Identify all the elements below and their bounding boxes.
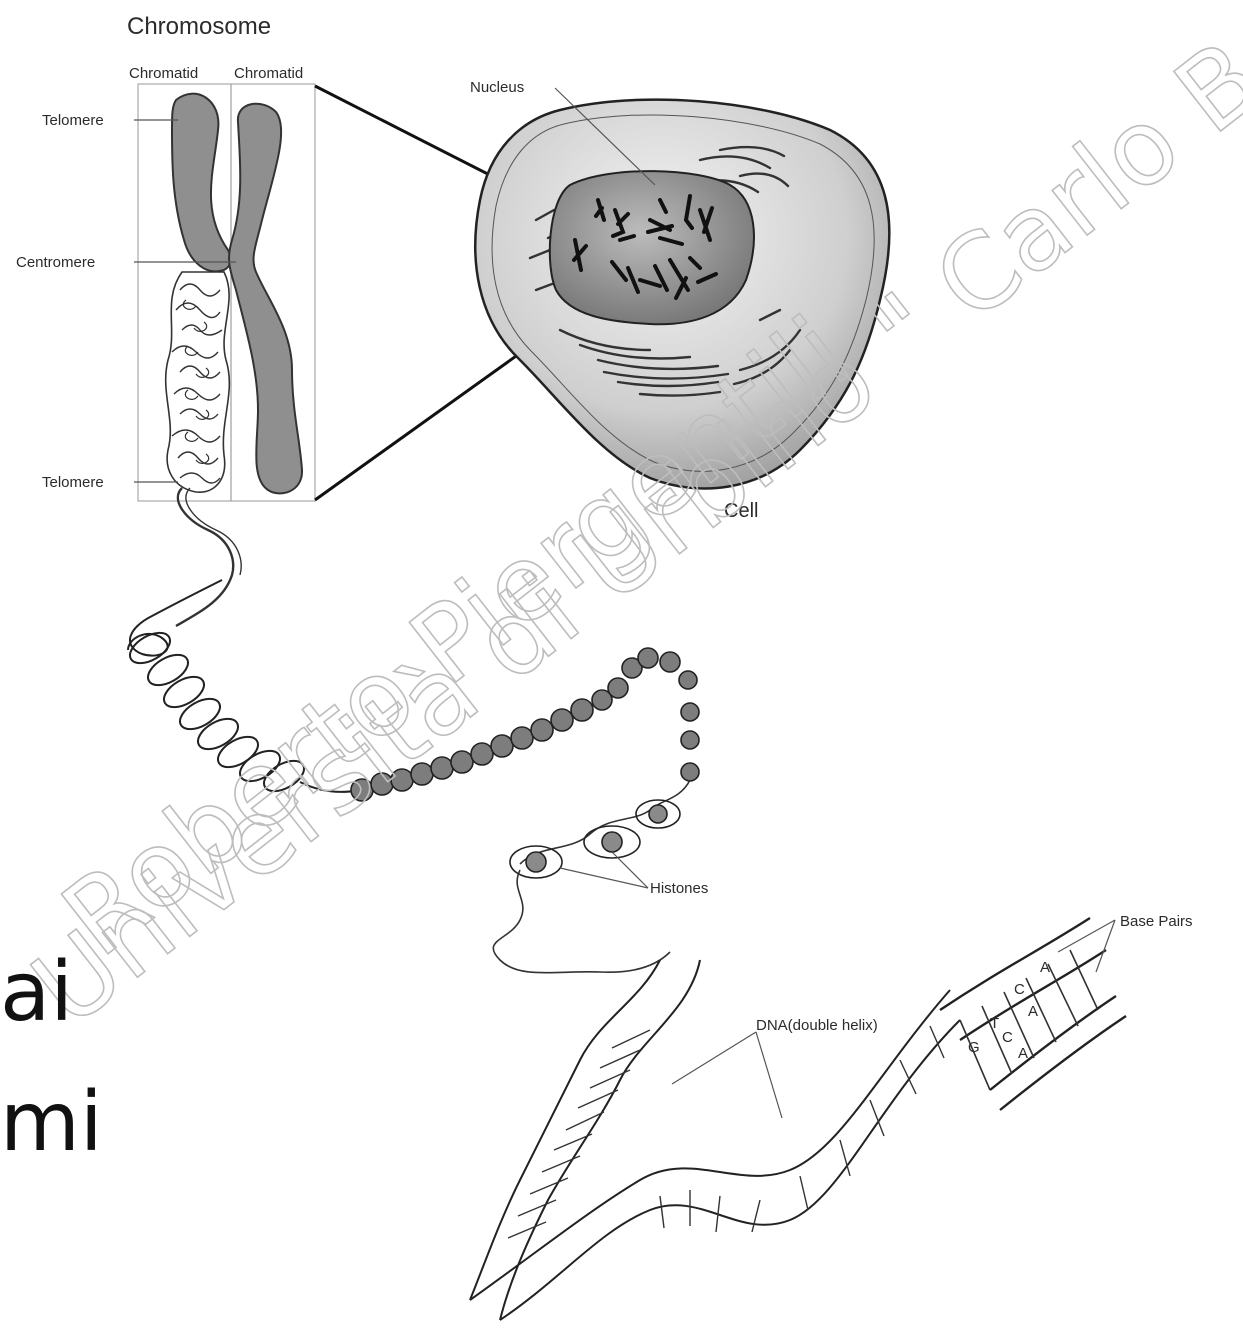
dna-double-helix [470, 960, 960, 1320]
base-letter-5: G [968, 1039, 980, 1056]
base-letter-2: C [1014, 981, 1025, 998]
dna-label: DNA(double helix) [756, 1017, 878, 1034]
telomere-top-label: Telomere [42, 112, 104, 129]
base-pairs-label: Base Pairs [1120, 913, 1193, 930]
dna-rungs [508, 1026, 944, 1238]
base-letter-3: A [1028, 1003, 1038, 1020]
chromosome-title: Chromosome [127, 13, 271, 40]
chromatin-fiber [176, 488, 233, 626]
base-letter-4: T [990, 1015, 999, 1032]
base-letter-7: C [1002, 1029, 1013, 1046]
telomere-bottom-label: Telomere [42, 474, 104, 491]
histones-label: Histones [650, 880, 708, 897]
histone-spools [510, 800, 680, 878]
slide-text-line-1: ai [0, 945, 73, 1040]
nucleus [550, 171, 754, 324]
dna-leaders [672, 1032, 782, 1118]
chromatid-right-label: Chromatid [234, 65, 303, 82]
linker-dna-lower [493, 870, 670, 973]
base-letter-1: A [1040, 959, 1050, 976]
nucleus-label: Nucleus [470, 79, 524, 96]
linker-dna [520, 780, 690, 864]
base-pairs-leaders [1058, 920, 1115, 972]
centromere-label: Centromere [16, 254, 95, 271]
left-chromatid [166, 94, 231, 493]
base-letter-6: A [1018, 1045, 1028, 1062]
chromatid-left-label: Chromatid [129, 65, 198, 82]
slide-text-line-2: mi [0, 1075, 103, 1170]
right-chromatid [229, 104, 302, 494]
base-pair-rungs [960, 950, 1098, 1090]
